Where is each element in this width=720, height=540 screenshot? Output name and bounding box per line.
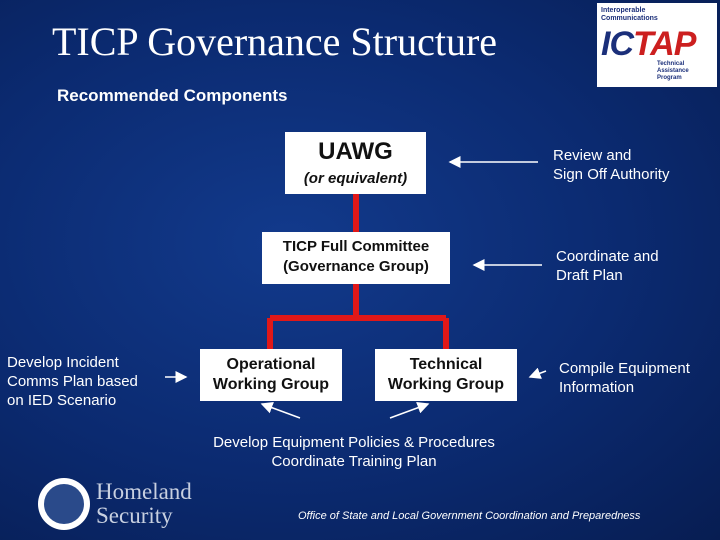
dhs-wordmark: Homeland Security: [96, 480, 192, 528]
full-committee-line-1: TICP Full Committee: [282, 238, 430, 255]
logo-sub-line-1: Technical: [657, 61, 685, 67]
arrow-compile: [528, 367, 547, 379]
technical-working-group-box: Technical Working Group: [375, 349, 517, 401]
logo-sub-line-2: Assistance: [657, 68, 689, 74]
annotation-incident-line-3: on IED Scenario: [7, 392, 117, 409]
annotation-bottom: Develop Equipment Policies & Procedures …: [150, 433, 558, 471]
annotation-review-line-1: Review and: [553, 147, 632, 164]
logo-top-text: Interoperable Communications: [601, 7, 658, 23]
annotation-compile-line-2: Information: [559, 379, 635, 396]
tree-connector: [267, 194, 449, 349]
annotation-compile: Compile Equipment Information: [559, 359, 690, 397]
full-committee-box: TICP Full Committee (Governance Group): [262, 232, 450, 284]
logo-top-line-2: Communications: [601, 15, 658, 22]
slide-title: TICP Governance Structure: [52, 19, 498, 64]
footer-office: Office of State and Local Government Coo…: [298, 510, 641, 522]
operational-working-group-box: Operational Working Group: [200, 349, 342, 401]
annotation-bottom-line-1: Develop Equipment Policies & Procedures: [213, 434, 495, 451]
dhs-wordmark-line-2: Security: [96, 503, 173, 528]
annotation-incident-line-2: Comms Plan based: [7, 373, 138, 390]
logo-sub-line-3: Program: [657, 75, 682, 81]
annotation-incident: Develop Incident Comms Plan based on IED…: [7, 353, 138, 410]
slide-subtitle: Recommended Components: [57, 86, 288, 105]
logo-top-line-1: Interoperable: [601, 7, 646, 14]
dhs-seal-icon: [38, 478, 90, 530]
logo-mark: ICTAP: [601, 25, 696, 64]
operational-line-2: Working Group: [212, 376, 330, 393]
technical-line-2: Working Group: [387, 376, 505, 393]
logo-mark-part-1: IC: [601, 25, 634, 63]
annotation-coordinate-line-1: Coordinate and: [556, 248, 659, 265]
ictap-logo: Interoperable Communications ICTAP Techn…: [597, 3, 717, 87]
annotation-incident-line-1: Develop Incident: [7, 354, 119, 371]
annotation-review-line-2: Sign Off Authority: [553, 166, 670, 183]
dhs-logo: Homeland Security: [38, 478, 218, 533]
annotation-coordinate: Coordinate and Draft Plan: [556, 247, 659, 285]
annotation-bottom-line-2: Coordinate Training Plan: [271, 453, 437, 470]
technical-line-1: Technical: [409, 356, 483, 373]
full-committee-line-2: (Governance Group): [283, 258, 429, 275]
arrow-bottom-right: [389, 401, 430, 419]
logo-mark-part-2: TAP: [633, 25, 696, 63]
operational-line-1: Operational: [226, 356, 316, 373]
dhs-wordmark-line-1: Homeland: [96, 479, 192, 504]
uawg-box: UAWG (or equivalent): [285, 132, 426, 194]
annotation-compile-line-1: Compile Equipment: [559, 360, 690, 377]
uawg-sublabel: (or equivalent): [303, 170, 408, 187]
annotation-review: Review and Sign Off Authority: [553, 146, 669, 184]
arrow-bottom-left: [260, 401, 301, 419]
annotation-coordinate-line-2: Draft Plan: [556, 267, 623, 284]
logo-sub-text: Technical Assistance Program: [657, 61, 689, 82]
uawg-label: UAWG: [318, 138, 393, 165]
